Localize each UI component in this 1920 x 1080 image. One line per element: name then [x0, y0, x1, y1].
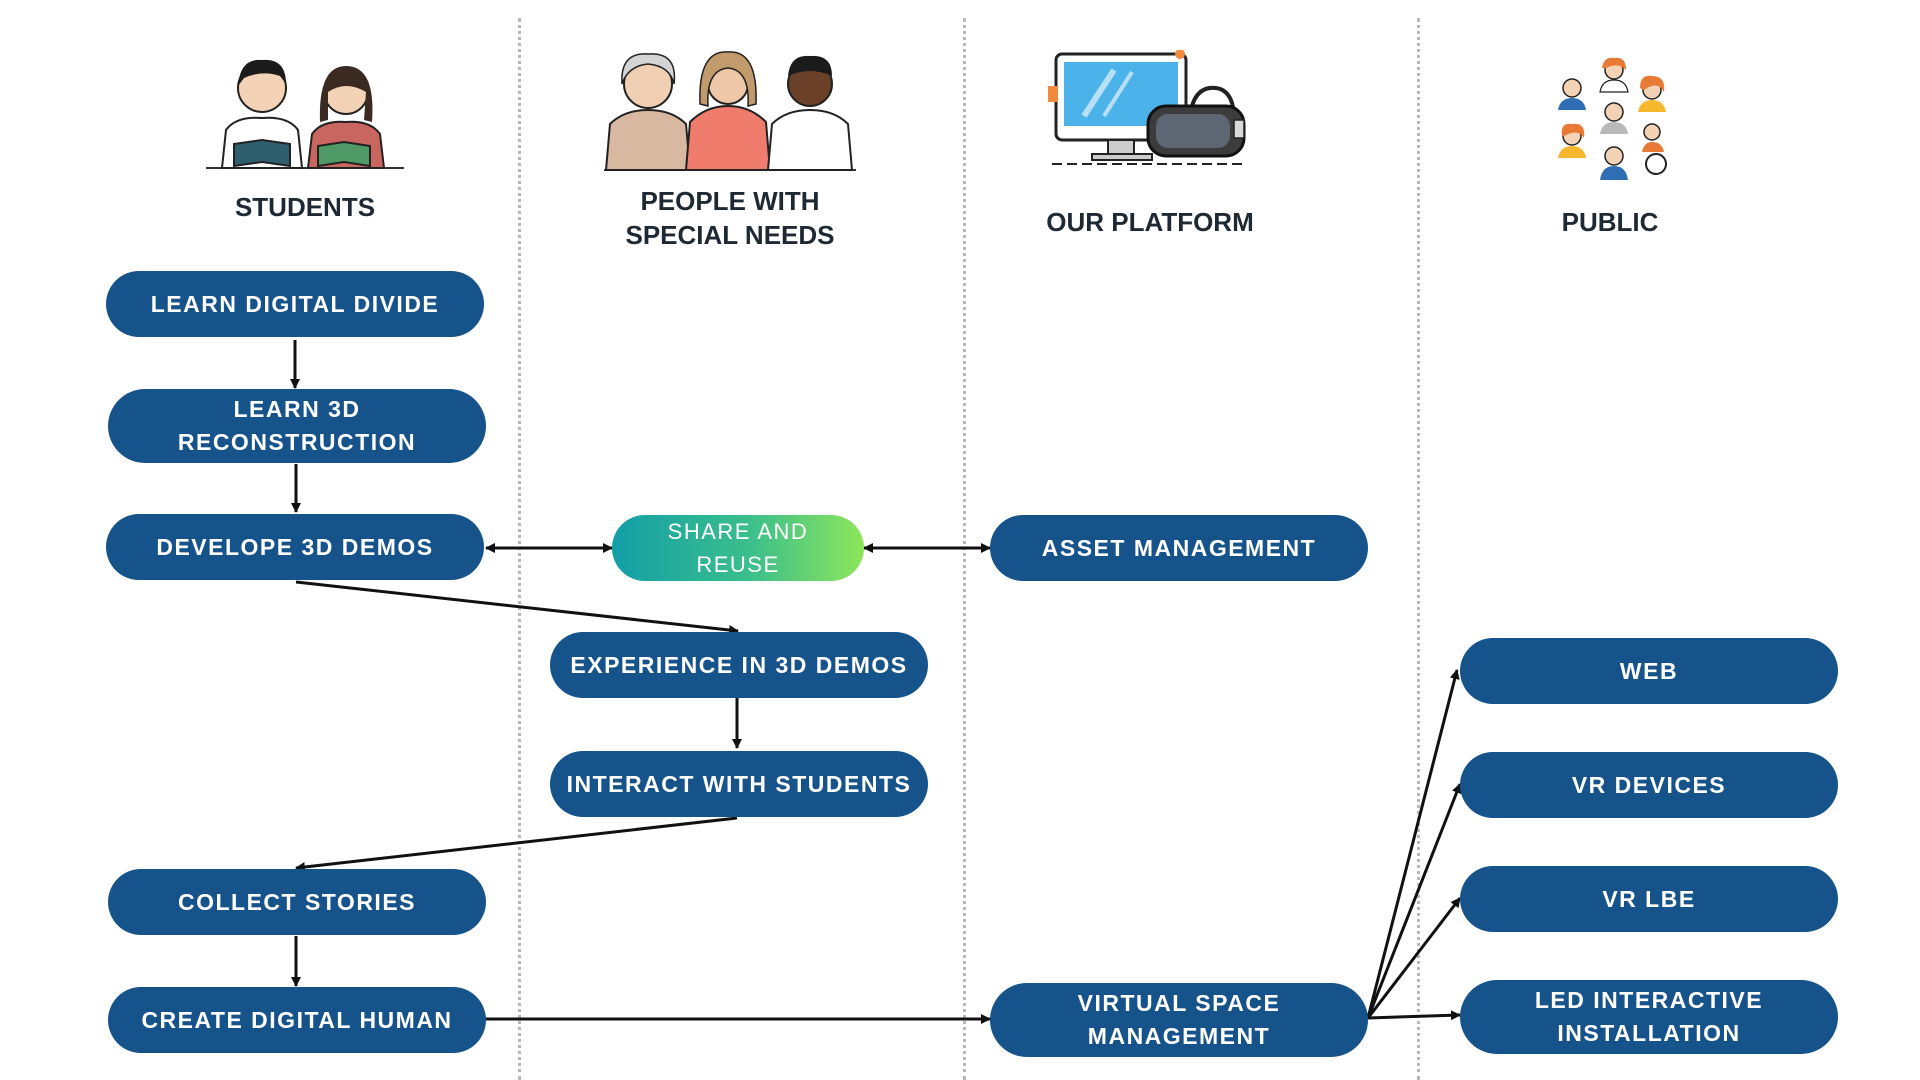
- lane-header-public: PUBLIC: [1561, 207, 1659, 237]
- public-crowd-icon: [1558, 57, 1667, 180]
- node-create-digital-human: CREATE DIGITAL HUMAN: [108, 987, 486, 1053]
- lane-divider: [1417, 18, 1420, 1080]
- edge-virtual-to-vr-devices: [1366, 783, 1462, 1019]
- students-reading-icon: [206, 59, 404, 169]
- lane-header-platform: OUR PLATFORM: [1046, 207, 1254, 237]
- lane-header-students: STUDENTS: [234, 192, 376, 222]
- node-led-interactive-installation: LED INTERACTIVE INSTALLATION: [1460, 980, 1838, 1054]
- node-learn-digital-divide: LEARN DIGITAL DIVIDE: [106, 271, 484, 337]
- node-learn-3d-reconstruction: LEARN 3D RECONSTRUCTION: [108, 389, 486, 463]
- lane-header-special-needs: PEOPLE WITH SPECIAL NEEDS: [625, 186, 835, 250]
- computer-vr-headset-icon: [1048, 50, 1246, 165]
- node-experience-in-3d-demos: EXPERIENCE IN 3D DEMOS: [550, 632, 928, 698]
- node-vr-lbe: VR LBE: [1460, 866, 1838, 932]
- edge-demos-to-experience: [295, 580, 739, 635]
- node-interact-with-students: INTERACT WITH STUDENTS: [550, 751, 928, 817]
- node-asset-management: ASSET MANAGEMENT: [990, 515, 1368, 581]
- edge-virtual-to-web: [1366, 669, 1460, 1019]
- node-develope-3d-demos: DEVELOPE 3D DEMOS: [106, 514, 484, 580]
- node-vr-devices: VR DEVICES: [1460, 752, 1838, 818]
- diverse-people-icon: [604, 51, 856, 171]
- node-share-and-reuse: SHARE AND REUSE: [612, 515, 864, 581]
- edge-interact-to-collect: [295, 816, 738, 872]
- edge-virtual-to-vr-lbe: [1366, 897, 1462, 1019]
- node-collect-stories: COLLECT STORIES: [108, 869, 486, 935]
- edge-virtual-to-led: [1367, 1010, 1461, 1021]
- node-web: WEB: [1460, 638, 1838, 704]
- node-virtual-space-management: VIRTUAL SPACE MANAGEMENT: [990, 983, 1368, 1057]
